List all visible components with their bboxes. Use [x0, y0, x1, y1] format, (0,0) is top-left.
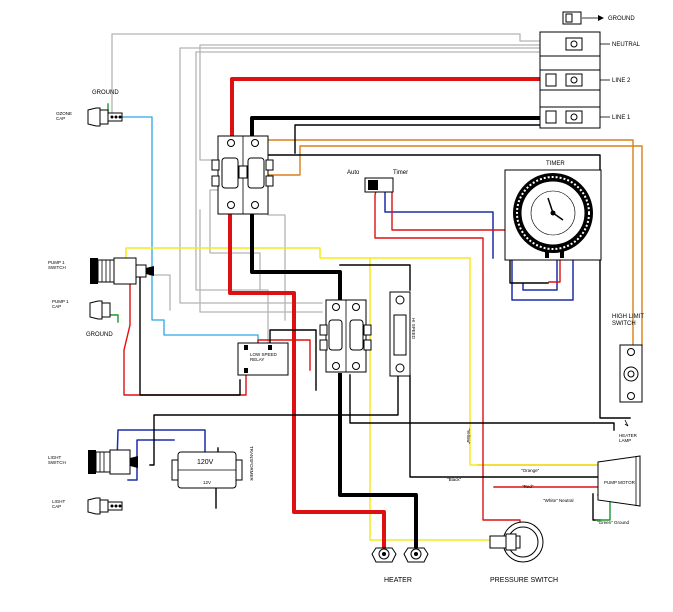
pump-motor: PUMP MOTOR	[597, 455, 641, 507]
timer: TIMER	[504, 161, 602, 261]
pressure-switch: PRESSURE SWITCH	[489, 521, 558, 584]
red-wire-label: "Red"	[522, 484, 534, 489]
grey-wires	[111, 33, 549, 344]
timer-switch-label: Timer	[393, 170, 408, 176]
auto-label: Auto	[347, 170, 360, 176]
main-contactor	[211, 135, 274, 215]
transformer-label: TRANSFORMER	[249, 446, 254, 482]
heater: HEATER	[371, 547, 429, 584]
yellow-wires	[125, 247, 617, 541]
orange-wire-label: "Orange"	[521, 468, 540, 473]
heater-label: HEATER	[384, 577, 412, 584]
ground-terminal: GROUND	[562, 11, 635, 25]
green-wire-label: "Green" Ground	[597, 520, 629, 525]
hi-speed-relay: HI SPEED	[389, 291, 416, 377]
v120-label: 120V	[197, 459, 214, 466]
transformer: 120V 12V TRANSFORMER	[171, 446, 254, 489]
v12-label: 12V	[203, 480, 211, 485]
timer-label: TIMER	[546, 161, 565, 167]
yellow-wire-label: "Yellow"	[466, 428, 471, 444]
ground-pump-label: GROUND	[86, 332, 113, 338]
auto-timer-switch: Auto Timer	[347, 170, 408, 193]
pump-motor-label: PUMP MOTOR	[604, 480, 636, 485]
white-wire-label: "White" Neutral	[543, 498, 573, 503]
hi-speed-label: HI SPEED	[411, 318, 416, 340]
ground-left-label: GROUND	[92, 90, 119, 96]
hi-speed-contactor	[319, 299, 372, 373]
line2-label: LINE 2	[612, 78, 631, 84]
ground-top-label: GROUND	[608, 16, 635, 22]
black-wire-label: "Black"	[447, 477, 462, 482]
neutral-label: NEUTRAL	[612, 42, 641, 48]
terminal-block: NEUTRAL LINE 2 LINE 1	[539, 31, 641, 129]
cyan-wire	[119, 116, 259, 344]
line1-label: LINE 1	[612, 115, 631, 121]
pressure-switch-label: PRESSURE SWITCH	[490, 577, 558, 584]
